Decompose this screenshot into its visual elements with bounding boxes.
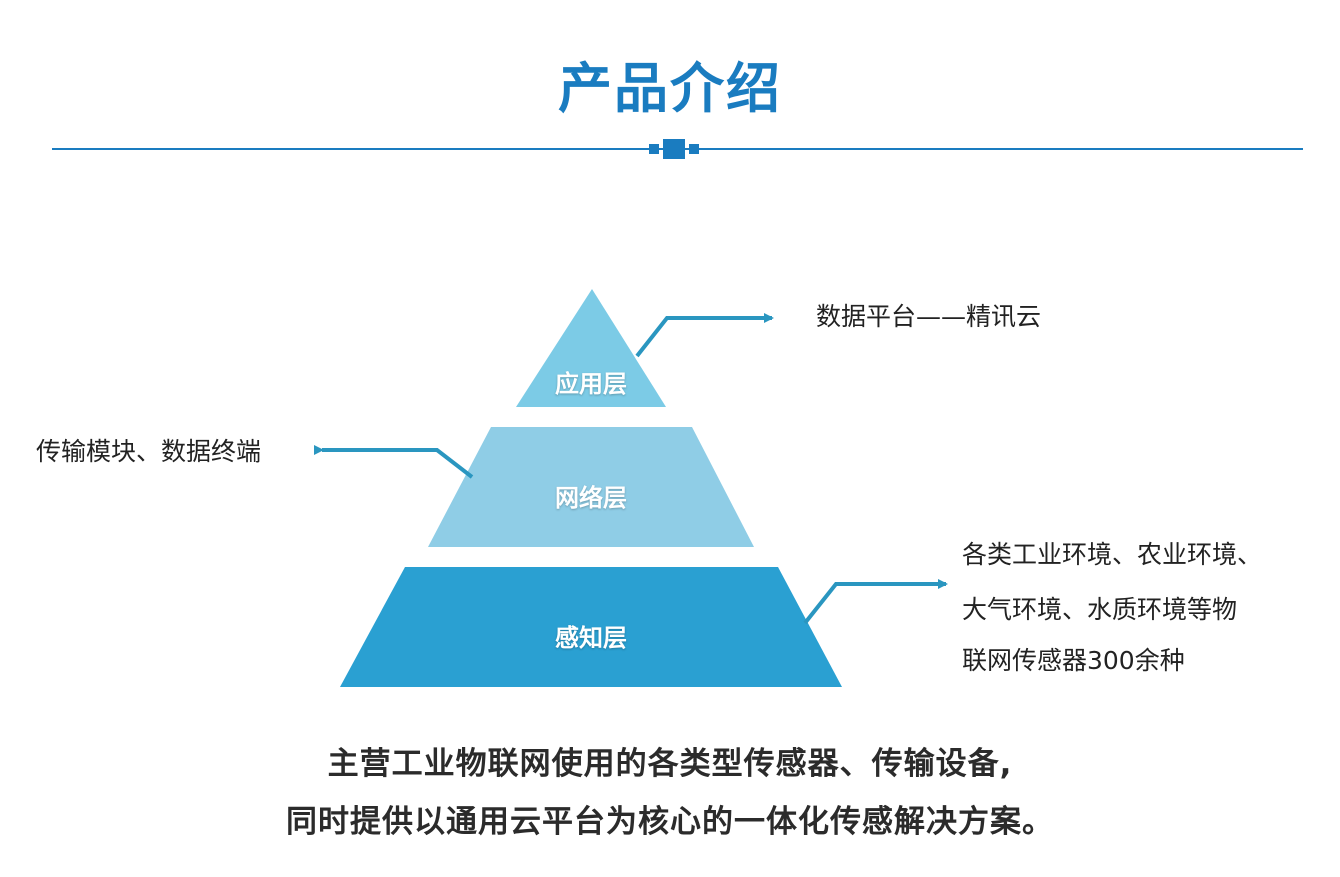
layer-label-perception: 感知层 [555, 624, 627, 652]
note-perception-line-3: 联网传感器300余种 [962, 646, 1185, 675]
layer-label-application: 应用层 [555, 370, 627, 398]
summary-line-2: 同时提供以通用云平台为核心的一体化传感解决方案。 [286, 804, 1054, 840]
pyramid-layer-perception [340, 567, 842, 687]
divider-ornament-center [663, 139, 685, 159]
divider-ornament-left [649, 144, 659, 154]
page-title: 产品介绍 [558, 57, 782, 120]
arrow-network [314, 445, 474, 479]
note-network: 传输模块、数据终端 [36, 437, 262, 466]
note-perception-line-2: 大气环境、水质环境等物 [962, 595, 1238, 624]
arrow-application [635, 313, 774, 358]
pyramid-layer-application [516, 289, 666, 407]
pyramid-layer-network [428, 427, 754, 547]
summary-line-1: 主营工业物联网使用的各类型传感器、传输设备, [327, 746, 1013, 782]
note-application: 数据平台——精讯云 [816, 302, 1042, 331]
note-perception-line-1: 各类工业环境、农业环境、 [962, 540, 1263, 569]
divider-ornament-right [689, 144, 699, 154]
header-divider [52, 139, 1303, 159]
arrow-perception [803, 579, 948, 625]
layer-label-network: 网络层 [555, 484, 627, 512]
